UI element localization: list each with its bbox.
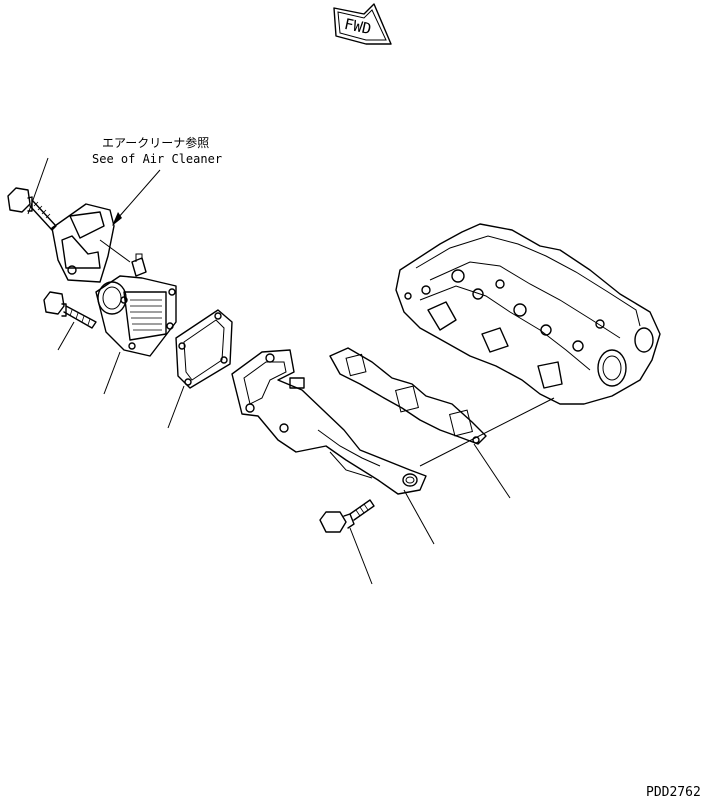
leader-intake-manifold: [403, 489, 435, 545]
connector-gasket: [175, 309, 233, 389]
leader-bracket-bolt: [27, 157, 49, 215]
elbow-bolt: [43, 291, 97, 329]
bracket-bolt: [7, 187, 57, 231]
note-japanese: エアークリーナ参照: [102, 135, 209, 150]
leader-elbow-bolt: [57, 321, 75, 351]
intake-connector: [95, 275, 177, 357]
note-english: See of Air Cleaner: [92, 152, 222, 166]
intake-manifold: [231, 349, 427, 495]
note-leader-line: [117, 169, 161, 219]
fwd-label: FWD: [343, 15, 373, 38]
leader-intake-connector: [103, 351, 121, 395]
cylinder-head: [395, 223, 661, 405]
leader-arrow-head: [112, 212, 122, 226]
manifold-gasket: [329, 347, 487, 445]
alignment-line: [419, 397, 555, 467]
leader-manifold-bolt: [349, 527, 373, 585]
drawing-code: PDD2762: [646, 785, 701, 800]
manifold-bolt: [319, 499, 375, 533]
leader-manifold-gasket: [473, 443, 511, 499]
leader-connector-gasket: [167, 385, 185, 429]
air-cleaner-bracket: [51, 203, 147, 283]
fwd-direction-badge: FWD: [333, 3, 392, 45]
